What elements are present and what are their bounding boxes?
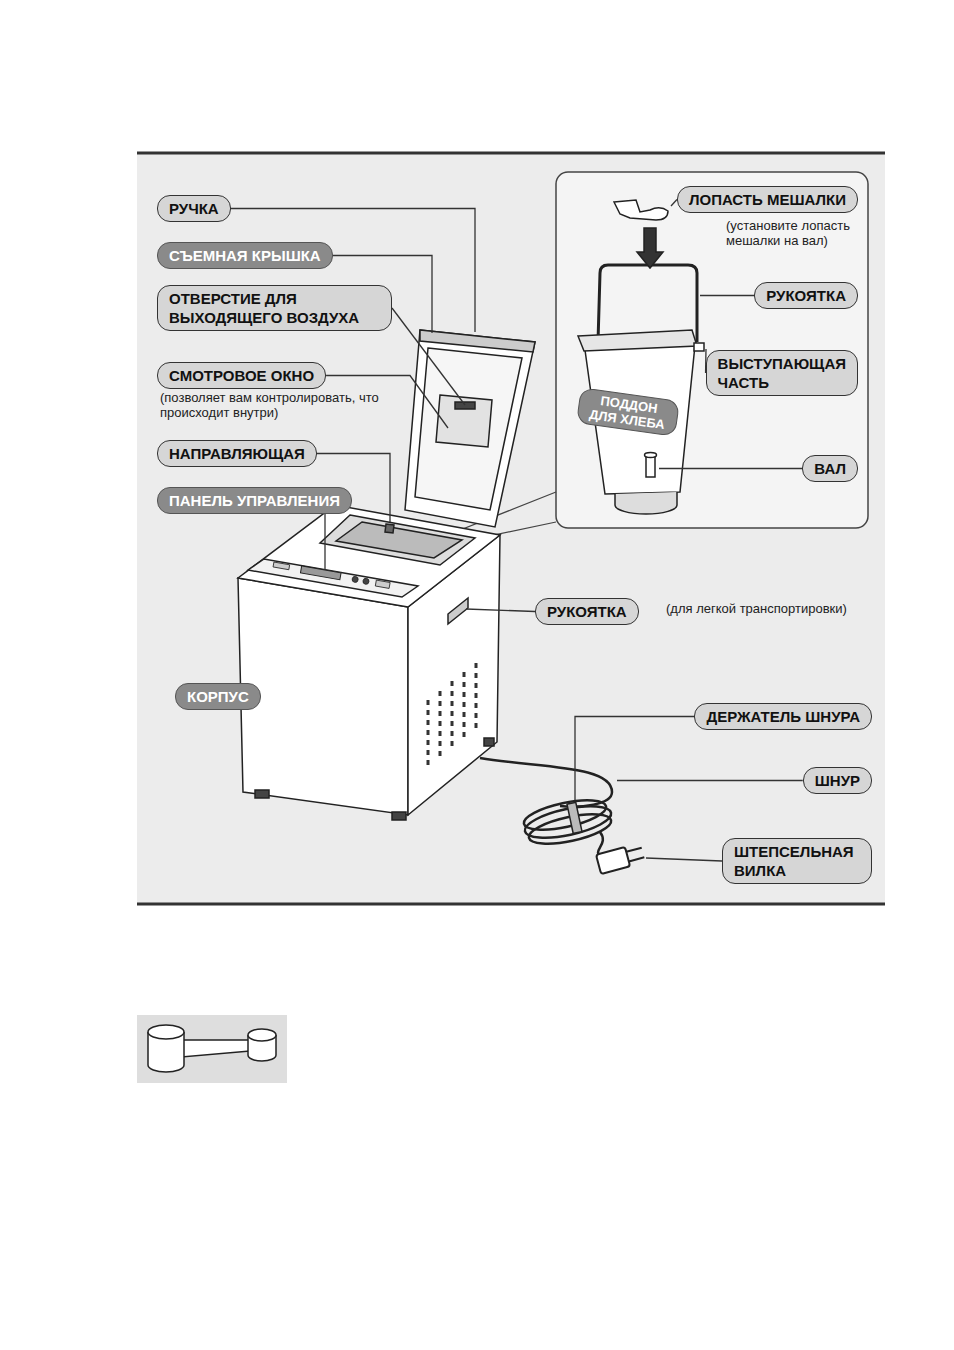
leader-line bbox=[324, 514, 325, 570]
panel-ground bbox=[137, 152, 885, 905]
foot bbox=[255, 790, 269, 798]
callout-label: РУКОЯТКА bbox=[535, 598, 639, 625]
note-text: (установите лопасть мешалки на вал) bbox=[726, 218, 871, 248]
label-text: НАПРАВЛЯЮЩАЯ bbox=[169, 444, 305, 463]
cord-holder bbox=[567, 802, 582, 833]
button bbox=[352, 576, 359, 583]
leader-line bbox=[466, 609, 535, 612]
pan-rim bbox=[578, 330, 697, 351]
panel-controls bbox=[273, 561, 390, 588]
foot bbox=[392, 812, 406, 820]
foot bbox=[484, 738, 494, 746]
pan-inside bbox=[336, 522, 462, 558]
lid-handle bbox=[420, 330, 535, 352]
plug-body bbox=[596, 847, 630, 874]
callout-label: ОТВЕРСТИЕ ДЛЯ ВЫХОДЯЩЕГО ВОЗДУХА bbox=[157, 285, 392, 331]
rule-line bbox=[137, 152, 885, 155]
side-vents bbox=[428, 663, 476, 765]
callout-label: КОРПУС bbox=[175, 683, 261, 710]
power-cord bbox=[480, 758, 614, 858]
callout-label: НАПРАВЛЯЮЩАЯ bbox=[157, 440, 317, 467]
vent-row bbox=[451, 681, 454, 746]
callout-label: РУКОЯТКА bbox=[754, 282, 858, 309]
callout-label: ПАНЕЛЬ УПРАВЛЕНИЯ bbox=[157, 487, 352, 514]
label-text: КОРПУС bbox=[187, 687, 249, 706]
vent-row bbox=[475, 663, 478, 728]
callout-label: ШТЕПСЕЛЬНАЯ ВИЛКА bbox=[722, 838, 872, 884]
label-text: ВАЛ bbox=[814, 459, 846, 478]
cord-coil bbox=[522, 800, 613, 844]
leader-line bbox=[575, 717, 694, 801]
pan-tab bbox=[694, 343, 704, 351]
label-text: ПАНЕЛЬ УПРАВЛЕНИЯ bbox=[169, 491, 340, 510]
plug-prong bbox=[629, 857, 644, 861]
measuring-spoon bbox=[148, 1025, 276, 1072]
callout-label: ДЕРЖАТЕЛЬ ШНУРА bbox=[694, 703, 872, 730]
plug bbox=[596, 843, 646, 874]
spoon-icon-ground bbox=[137, 1015, 287, 1083]
pan-body bbox=[585, 345, 695, 494]
leader-line bbox=[646, 858, 722, 861]
callout-label: ПОДДОН ДЛЯ ХЛЕБА bbox=[576, 387, 680, 437]
vent-row bbox=[439, 691, 442, 756]
callout-label: ВАЛ bbox=[802, 455, 858, 482]
callout-label: ШНУР bbox=[803, 767, 872, 794]
air-vent bbox=[455, 402, 475, 409]
leader-line bbox=[700, 295, 754, 296]
label-text: РУКОЯТКА bbox=[547, 602, 627, 621]
label-text: ШТЕПСЕЛЬНАЯ ВИЛКА bbox=[734, 842, 860, 880]
label-text: ШНУР bbox=[815, 771, 860, 790]
callout-label: СМОТРОВОЕ ОКНО bbox=[157, 362, 326, 389]
leader-line bbox=[617, 780, 803, 781]
label-text: РУКОЯТКА bbox=[766, 286, 846, 305]
control-panel bbox=[248, 559, 418, 597]
note-text: (позволяет вам контролировать, что проис… bbox=[160, 390, 380, 420]
rule-line bbox=[137, 903, 885, 906]
spoon-cup-rim bbox=[248, 1029, 276, 1041]
side-handle bbox=[448, 598, 468, 624]
button bbox=[375, 580, 390, 588]
callout-label: ВЫСТУПАЮЩАЯ ЧАСТЬ bbox=[706, 350, 858, 396]
front-face bbox=[238, 578, 408, 815]
fit-arrow bbox=[637, 228, 663, 268]
pan-foot bbox=[615, 492, 677, 514]
callout-label: СЪЕМНАЯ КРЫШКА bbox=[157, 242, 333, 269]
label-text: ЛОПАСТЬ МЕШАЛКИ bbox=[689, 190, 846, 209]
display bbox=[300, 566, 341, 580]
button bbox=[362, 578, 369, 585]
bread-pan bbox=[578, 200, 704, 514]
shaft bbox=[646, 455, 655, 477]
label-text: СМОТРОВОЕ ОКНО bbox=[169, 366, 314, 385]
callout-label: ЛОПАСТЬ МЕШАЛКИ bbox=[677, 186, 858, 213]
vent-row bbox=[463, 672, 466, 737]
shaft-top bbox=[645, 453, 657, 458]
plug-prong bbox=[626, 848, 641, 852]
label-text: РУЧКА bbox=[169, 199, 219, 218]
guide-mark bbox=[385, 524, 394, 533]
lid-inner bbox=[415, 348, 522, 510]
note-text: (для легкой транспортировки) bbox=[666, 601, 847, 616]
label-text: ДЕРЖАТЕЛЬ ШНУРА bbox=[706, 707, 860, 726]
kneading-blade bbox=[614, 200, 668, 220]
label-text: СЪЕМНАЯ КРЫШКА bbox=[169, 246, 321, 265]
leader-line bbox=[392, 308, 465, 405]
label-text: ПОДДОН ДЛЯ ХЛЕБА bbox=[584, 391, 671, 432]
pan-opening bbox=[320, 515, 475, 565]
label-text: ВЫСТУПАЮЩАЯ ЧАСТЬ bbox=[718, 354, 846, 392]
vent-row bbox=[427, 700, 430, 765]
callout-label: РУЧКА bbox=[157, 195, 231, 222]
lid bbox=[405, 330, 535, 527]
label-text: ОТВЕРСТИЕ ДЛЯ ВЫХОДЯЩЕГО ВОЗДУХА bbox=[169, 289, 380, 327]
spoon-cup-rim bbox=[148, 1025, 184, 1039]
button bbox=[273, 562, 290, 570]
leader-line bbox=[659, 468, 802, 469]
